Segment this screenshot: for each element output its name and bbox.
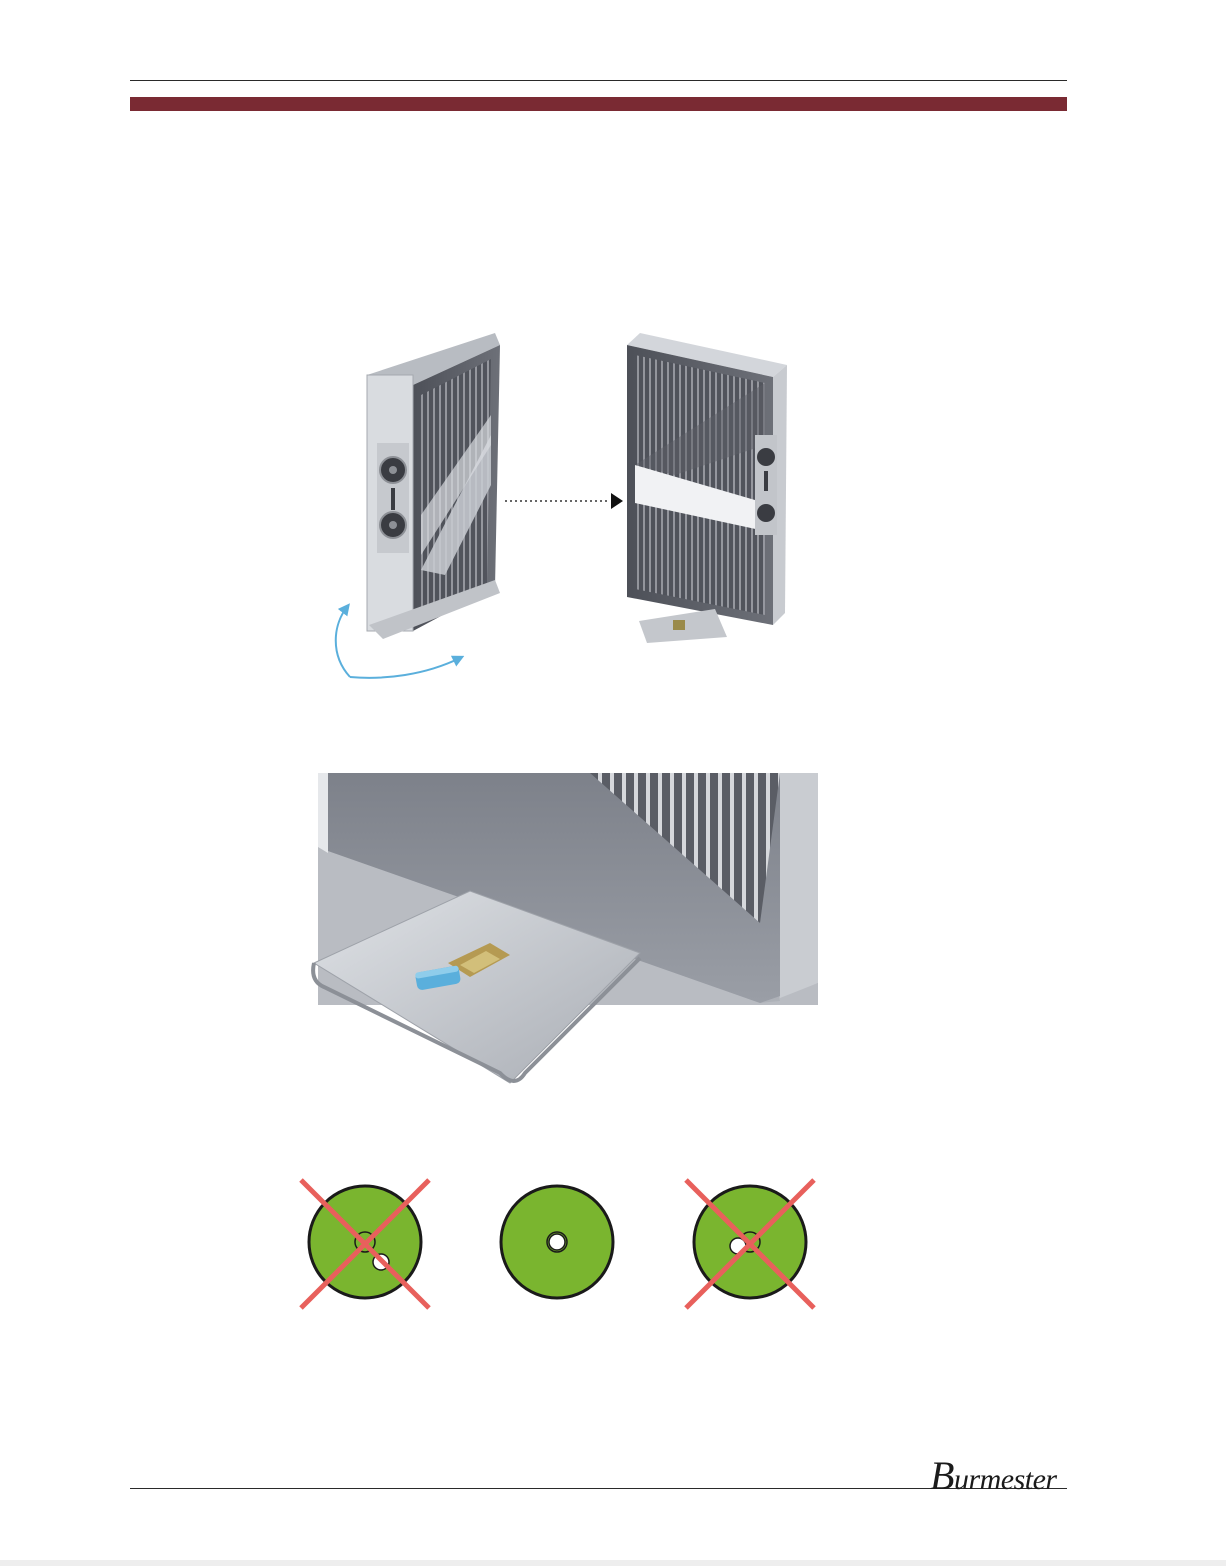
disc-centered-2 [501, 1186, 613, 1298]
footer-rule [130, 1488, 1067, 1489]
figure-base-closeup [310, 773, 820, 1095]
device-right-view [627, 333, 787, 643]
disc-hole [549, 1234, 565, 1250]
header-rule [130, 80, 1067, 81]
curved-arrow-icon [350, 658, 460, 678]
figure-device-views [295, 325, 855, 685]
brand-logo: Burmester [930, 1452, 1057, 1499]
curved-double-arrow-icon [336, 607, 350, 677]
disc-off-center-3 [686, 1180, 814, 1308]
arrow-head-icon [611, 493, 623, 509]
device-left-view [367, 333, 500, 639]
figure-disc-placement [295, 1170, 835, 1315]
disc-off-center-1 [301, 1180, 429, 1308]
header-band [130, 97, 1067, 111]
footer-strip [0, 1560, 1226, 1566]
